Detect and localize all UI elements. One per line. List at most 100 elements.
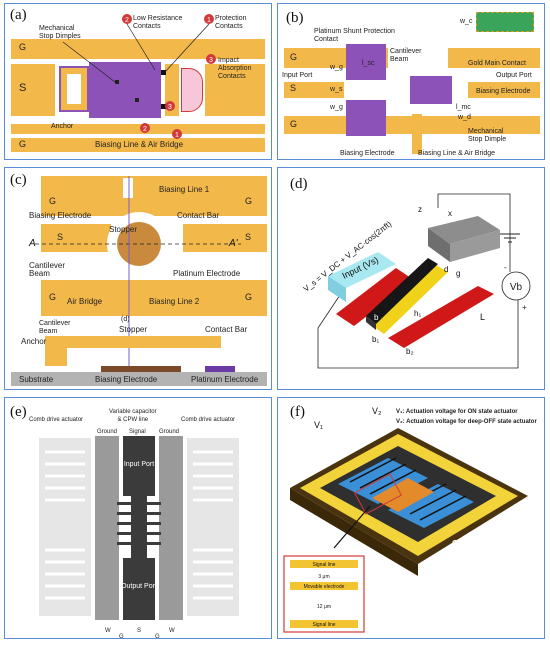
panel-c-label: (c) [10,172,27,188]
d-illustration: Vb + - Input (Vs) V_s = V_DC + V_AC·cos(… [302,193,531,369]
svg-text:h: h [428,263,432,272]
e-comb-left-label: Comb drive actuator [29,417,84,423]
svg-text:V₂: V₂ [372,406,382,416]
c-signal [41,224,111,252]
b-wg2: w_g [330,104,343,111]
svg-text:12 μm: 12 μm [317,604,331,610]
c-d-label: (d) [121,316,130,323]
svg-text:G: G [482,523,488,532]
f-v2-desc: V₂: Actuation voltage for deep-OFF state… [396,419,537,425]
biasing-line-label: Biasing Line & Air Bridge [95,140,184,149]
c-cantilever2-label: Cantilever Beam [39,320,71,335]
mech-stop-label: Mechanical Stop Dimples [39,25,81,40]
b-series-beam [410,76,452,104]
svg-text:x: x [448,209,452,218]
c-xs-beam [45,336,221,348]
c-anchor-label: Anchor [21,337,47,346]
svg-text:2: 2 [125,17,129,24]
c-substrate-label: Substrate [19,375,54,384]
c-gap-top [123,178,133,198]
b-wd: w_d [458,114,471,121]
c-biasing-electrode-label: Biasing Electrode [29,211,92,220]
c-xs-pt [205,366,235,372]
svg-text:G: G [314,449,320,458]
b-input-label: Input Port [282,72,313,79]
panel-b-label: (b) [286,10,304,26]
b-signal-left [284,82,344,98]
label-g-top: G [19,42,27,52]
panel-b: (b) G S G Platinum Shunt Protection Cont… [277,3,545,160]
svg-text:3 μm: 3 μm [318,574,329,580]
panel-d-label: (d) [290,176,308,192]
svg-text:G: G [119,634,124,639]
e-ground-r: Ground [159,429,180,435]
svg-text:b₂: b₂ [406,347,414,356]
svg-text:1: 1 [207,17,211,24]
svg-text:b: b [374,313,379,322]
impact-label: Impact Absorption Contacts [218,57,252,80]
b-ws: w_s [330,86,343,93]
c-platinum-label: Platinum Electrode [173,269,241,278]
c-xs-electrode [101,366,181,372]
svg-text:h₁: h₁ [414,309,421,318]
anchor-label: Anchor [51,123,74,130]
c-stopper-label: Stopper [109,225,138,234]
svg-text:V₁: V₁ [314,420,323,430]
c-plate [117,222,161,266]
c-s1: S [57,232,64,242]
c-contact-bar2-label: Contact Bar [205,325,248,334]
panel-a: (a) G S G Biasing Line & Air Bridge Mech… [4,3,272,160]
e-layout: Input Port Output Port W G S G W [39,436,239,639]
svg-text:W: W [105,628,111,634]
ground-strip-top [11,39,265,59]
svg-text:G: G [155,634,160,639]
svg-text:G: G [338,437,344,446]
svg-text:W: W [169,628,175,634]
label-s: S [19,82,27,94]
b-biasing-b-label: Biasing Electrode [340,150,395,157]
number-markers: 2 1 3 3 2 1 [62,14,216,139]
b-bias-line-v [412,114,422,154]
b-cantilever-label: Cantilever Beam [390,48,422,63]
svg-text:3: 3 [209,57,213,64]
svg-text:Signal line: Signal line [312,562,335,568]
signal-line [11,64,55,116]
panel-d: (d) Vb + - Input (Vs) V_s = V_DC + V_AC·… [277,167,545,390]
c-biasing-electrode2-label: Biasing Electrode [95,375,158,384]
c-s2: S [245,232,252,242]
b-biasing-r-label: Biasing Electrode [476,88,531,95]
low-res-label: Low Resistance Contacts [133,15,183,30]
b-wg: w_g [330,64,343,71]
c-cantilever-label: Cantilever Beam [29,261,66,278]
svg-text:Vb: Vb [510,282,523,293]
svg-text:Output Port: Output Port [121,583,157,590]
b-label-g-bottom: G [290,119,298,129]
b-label-g-top: G [290,52,298,62]
panel-e-label: (e) [10,404,27,420]
svg-text:S: S [326,443,332,452]
svg-text:-: - [504,263,507,272]
svg-text:g: g [456,269,460,278]
c-air-bridge-label: Air Bridge [67,297,103,306]
svg-text:1: 1 [175,132,179,139]
contact-1 [161,70,166,75]
e-comb-right-label: Comb drive actuator [181,417,236,423]
f-v1-desc: V₁: Actuation voltage for ON state actua… [396,409,518,415]
c-biasing2-label: Biasing Line 2 [149,297,200,306]
b-platinum-label: Platinum Shunt Protection Contact [314,28,395,43]
svg-text:b₁: b₁ [372,335,379,344]
svg-text:S: S [137,628,141,634]
panel-e: (e) Comb drive actuator Variable capacit… [4,397,272,639]
e-ground-l: Ground [97,429,118,435]
c-signal-r [183,224,267,252]
panel-a-label: (a) [10,7,27,23]
c-biasing1-label: Biasing Line 1 [159,185,210,194]
svg-text:A': A' [228,238,239,249]
panel-c: (c) G G G G S S A A' Biasing Line 1 Bias… [4,167,272,390]
b-mech-stop-label: Mechanical Stop Dimple [468,128,507,143]
c-xs-anchor [45,336,67,366]
b-ground-top-r [448,48,540,68]
b-inset [476,12,534,32]
b-label-s: S [290,83,297,93]
contact-2 [161,104,166,109]
